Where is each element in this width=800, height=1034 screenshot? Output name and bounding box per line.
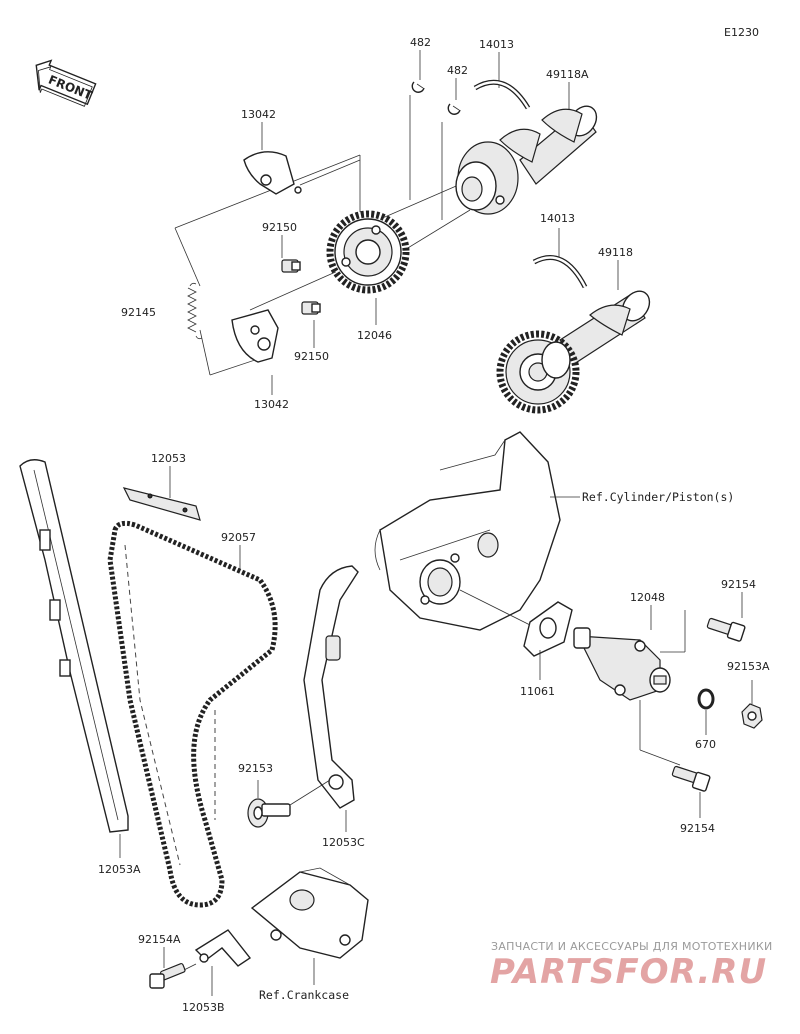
label-12053: 12053: [151, 452, 186, 465]
half-ring-14013-a-inner: [474, 81, 530, 109]
watermark-tagline: ЗАПЧАСТИ И АКСЕССУАРЫ ДЛЯ МОТОТЕХНИКИ: [491, 940, 773, 953]
guide-12053-small-icon: [122, 487, 201, 521]
pivot-bolt-92153-icon: [247, 798, 291, 828]
bolt-92154A-icon: [149, 963, 186, 989]
label-12048: 12048: [630, 591, 665, 604]
label-12053B: 12053B: [182, 1001, 225, 1014]
part-labels: 482 482 14013 49118A 13042 92150 92145 9…: [98, 36, 770, 1014]
front-arrow-icon: FRONT: [35, 59, 97, 107]
timing-chain-92057-icon: [107, 520, 278, 908]
label-14013-a: 14013: [479, 38, 514, 51]
diagram-code: E1230: [724, 26, 759, 39]
label-13042-b: 13042: [254, 398, 289, 411]
circlip-482-b-icon: [447, 103, 461, 115]
label-92154-a: 92154: [721, 578, 756, 591]
label-92153A: 92153A: [727, 660, 770, 673]
label-92057: 92057: [221, 531, 256, 544]
camshaft-49118A-icon: [455, 105, 598, 215]
camshaft-49118-icon: [496, 290, 651, 414]
spring-92145-icon: [187, 282, 203, 340]
label-12053C: 12053C: [322, 836, 365, 849]
label-92150-a: 92150: [262, 221, 297, 234]
cam-sprocket-12046-icon: [326, 210, 410, 294]
label-11061: 11061: [520, 685, 555, 698]
label-13042-a: 13042: [241, 108, 276, 121]
label-49118: 49118: [598, 246, 633, 259]
crankcase-reference-icon: [250, 867, 369, 959]
label-14013-b: 14013: [540, 212, 575, 225]
chain-guide-12053A-icon: [19, 459, 129, 833]
label-92145: 92145: [121, 306, 156, 319]
half-ring-14013-b-inner: [533, 256, 587, 288]
label-92154-b: 92154: [680, 822, 715, 835]
ref-crankcase-label: Ref.Crankcase: [259, 988, 349, 1002]
label-12046: 12046: [357, 329, 392, 342]
bracket-12053B-icon: [194, 929, 252, 967]
chain-guide-12053C-icon: [303, 565, 359, 809]
decomp-lever-13042-b-icon: [231, 309, 279, 363]
label-482-a: 482: [410, 36, 431, 49]
bolt-92150-b-icon: [301, 301, 321, 315]
tensioner-12048-icon: [573, 627, 671, 701]
label-12053A: 12053A: [98, 863, 141, 876]
ref-cylinder-label: Ref.Cylinder/Piston(s): [582, 490, 734, 504]
label-670: 670: [695, 738, 716, 751]
label-92150-b: 92150: [294, 350, 329, 363]
label-49118A: 49118A: [546, 68, 589, 81]
oring-670-icon: [697, 688, 715, 710]
cap-bolt-92153A-icon: [741, 703, 763, 729]
watermark-brand: PARTSFOR.RU: [490, 952, 767, 992]
bolt-92154-a-icon: [706, 617, 746, 642]
decomp-lever-13042-a-icon: [243, 151, 302, 195]
bolt-92154-b-icon: [671, 765, 711, 792]
bolt-92150-a-icon: [281, 259, 301, 273]
half-ring-14013-b-icon: [532, 255, 588, 289]
label-92153: 92153: [238, 762, 273, 775]
cylinder-reference-icon: [374, 431, 561, 631]
circlip-482-a-icon: [411, 81, 425, 93]
label-92154A: 92154A: [138, 933, 181, 946]
label-482-b: 482: [447, 64, 468, 77]
gasket-11061-icon: [523, 601, 573, 657]
